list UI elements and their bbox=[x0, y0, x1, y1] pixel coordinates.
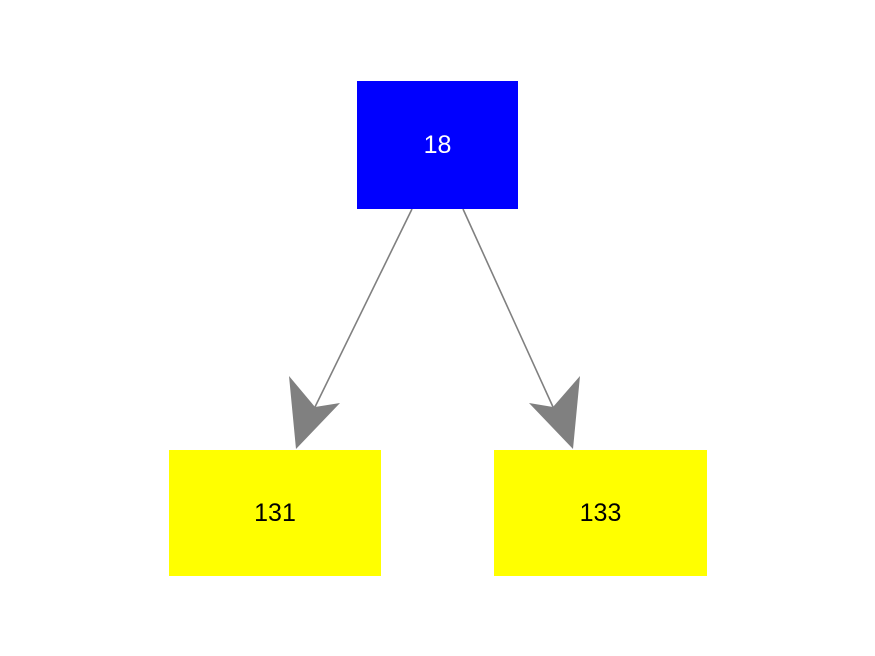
edge-line bbox=[314, 208, 413, 408]
arrowhead-icon bbox=[529, 376, 580, 449]
node-child-left-label: 131 bbox=[254, 498, 296, 527]
node-child-right[interactable]: 133 bbox=[494, 450, 707, 576]
node-root-label: 18 bbox=[423, 130, 452, 159]
node-child-right-label: 133 bbox=[579, 498, 622, 527]
edge-root-to-133 bbox=[462, 208, 580, 449]
node-root[interactable]: 18 bbox=[357, 81, 518, 209]
edge-root-to-131 bbox=[289, 208, 413, 449]
arrowhead-icon bbox=[289, 376, 340, 449]
edge-line bbox=[462, 208, 554, 408]
node-child-left[interactable]: 131 bbox=[169, 450, 381, 576]
